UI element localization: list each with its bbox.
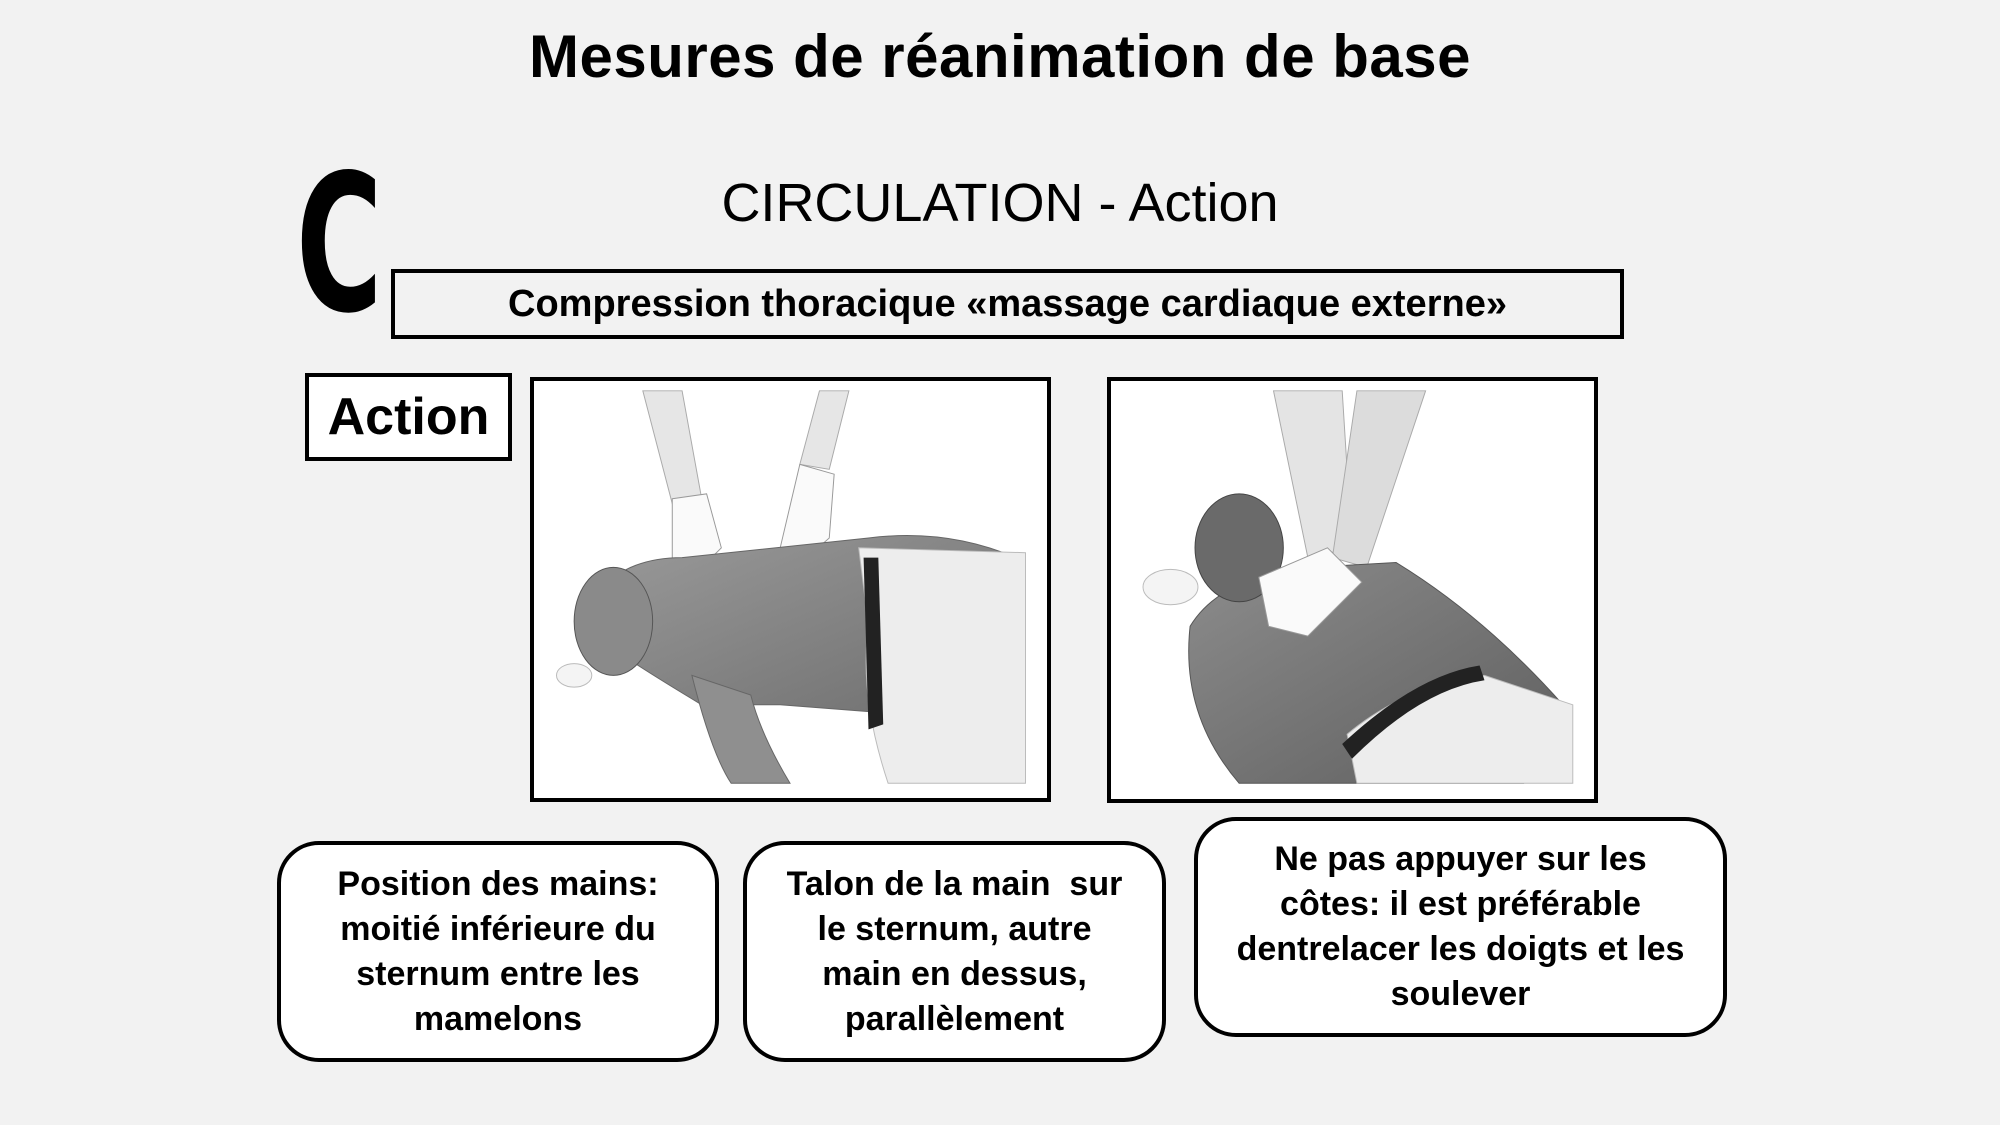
cpr-hand-position-icon — [534, 381, 1047, 798]
compression-banner-text: Compression thoracique «massage cardiaqu… — [508, 282, 1507, 325]
note-avoid-ribs: Ne pas appuyer sur les côtes: il est pré… — [1194, 817, 1727, 1037]
note-line: le sternum, autre — [817, 909, 1092, 948]
cpr-hand-position-illustration — [530, 377, 1051, 802]
note-hand-position-text: Position des mains: moitié inférieure du… — [337, 862, 658, 1042]
note-line: soulever — [1390, 975, 1531, 1013]
note-line: côtes: il est préférable — [1280, 885, 1641, 923]
note-line: dentrelacer les doigts et les — [1236, 930, 1685, 968]
note-line: Ne pas appuyer sur les — [1274, 840, 1647, 878]
note-heel-of-hand-text: Talon de la main sur le sternum, autre m… — [787, 862, 1123, 1042]
cpr-compression-icon — [1111, 381, 1594, 799]
note-line: Talon de la main sur — [786, 864, 1123, 903]
note-line: sternum entre les — [356, 954, 640, 993]
action-label: Action — [327, 388, 490, 446]
section-letter: C — [296, 134, 383, 355]
note-hand-position: Position des mains: moitié inférieure du… — [277, 841, 719, 1062]
note-avoid-ribs-text: Ne pas appuyer sur les côtes: il est pré… — [1237, 837, 1685, 1017]
note-heel-of-hand: Talon de la main sur le sternum, autre m… — [743, 841, 1166, 1062]
note-line: main en dessus, — [822, 954, 1087, 993]
slide-title: Mesures de réanimation de base — [528, 23, 1471, 90]
cpr-compression-illustration — [1107, 377, 1598, 803]
note-line: Position des mains: — [337, 864, 659, 903]
note-line: moitié inférieure du — [340, 909, 656, 948]
note-line: mamelons — [413, 999, 583, 1038]
compression-banner: Compression thoracique «massage cardiaqu… — [391, 269, 1624, 339]
note-line: parallèlement — [844, 999, 1065, 1038]
action-label-box: Action — [305, 373, 512, 461]
section-subtitle: CIRCULATION - Action — [721, 173, 1279, 233]
